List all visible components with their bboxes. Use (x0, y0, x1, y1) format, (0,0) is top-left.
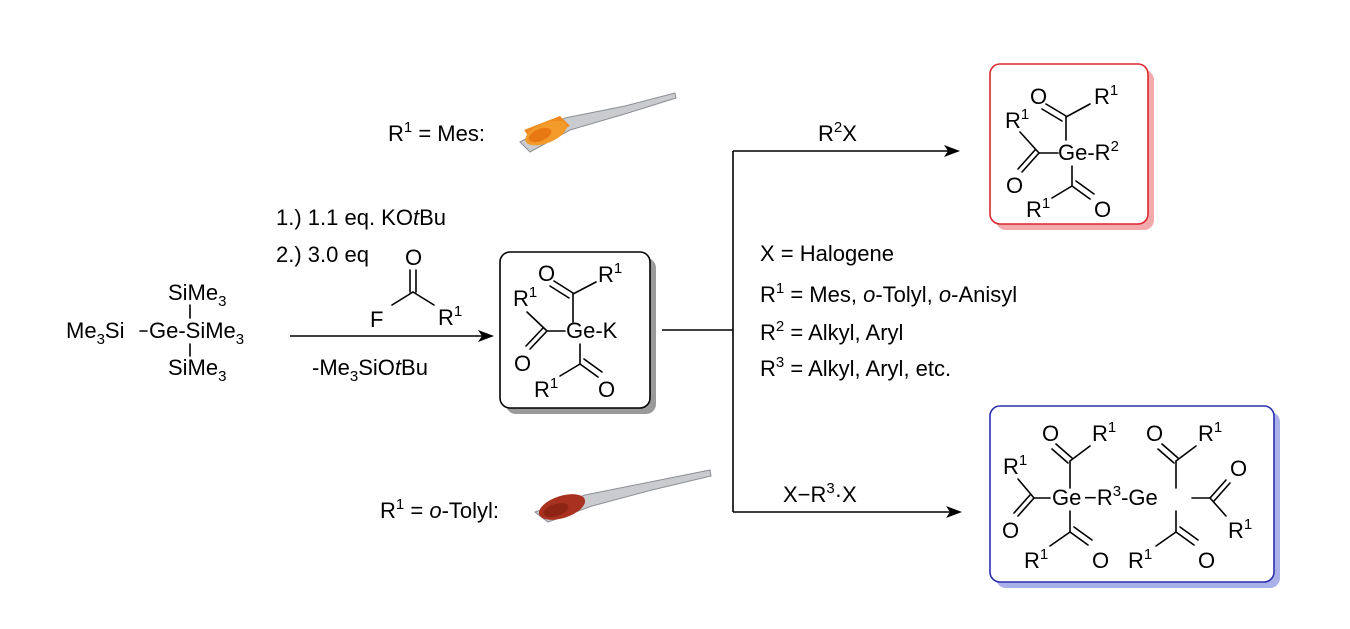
svg-text:-Me3SiOtBu: -Me3SiOtBu (312, 355, 428, 385)
spatula-orange-powder-icon (519, 92, 677, 153)
svg-text:R1: R1 (1024, 546, 1048, 573)
svg-text:SiMe3: SiMe3 (168, 280, 226, 310)
substituent-definitions: X = Halogene R1 = Mes, o-Tolyl, o-Anisyl… (760, 241, 1017, 381)
svg-text:O: O (1198, 548, 1215, 573)
svg-text:Ge-SiMe3: Ge-SiMe3 (149, 318, 244, 348)
svg-text:O: O (1002, 518, 1019, 543)
r2x-reagent-label: R2X (818, 119, 857, 146)
svg-text:R1: R1 (1003, 452, 1027, 479)
svg-text:O: O (1092, 548, 1109, 573)
svg-text:O: O (1006, 173, 1023, 198)
svg-text:Ge: Ge (1052, 485, 1081, 510)
svg-text:X−R3·X: X−R3·X (783, 480, 857, 507)
svg-text:Ge-K: Ge-K (566, 318, 618, 343)
svg-text:SiMe3: SiMe3 (168, 355, 226, 385)
tetrakis-trimethylsilyl-germane: SiMe3 Me3Si Ge-SiMe3 SiMe3 (66, 280, 244, 385)
svg-text:1.) 1.1 eq. KOtBu: 1.) 1.1 eq. KOtBu (276, 205, 446, 230)
svg-text:−R3-Ge: −R3-Ge (1084, 483, 1158, 510)
svg-text:R1: R1 (438, 303, 462, 330)
svg-text:R1: R1 (1128, 546, 1152, 573)
mes-label: R1 = Mes: (388, 119, 485, 146)
svg-text:R1: R1 (1005, 106, 1029, 133)
mono-germane-product-box: O R1 R1 O Ge-R2 R1 O (989, 63, 1154, 230)
svg-text:R1: R1 (1092, 419, 1116, 446)
svg-text:R1: R1 (1228, 516, 1252, 543)
svg-text:2.) 3.0 eq: 2.) 3.0 eq (276, 242, 369, 267)
svg-text:F: F (370, 307, 383, 332)
svg-text:O: O (1030, 84, 1047, 109)
svg-text:R2X: R2X (818, 119, 857, 146)
svg-text:O: O (514, 351, 531, 376)
svg-text:R1: R1 (1026, 195, 1050, 222)
bis-germane-product-box: O R1 R1 O Ge R1 O −R3-Ge O R1 O R1 (989, 405, 1280, 588)
byproduct-label: -Me3SiOtBu (312, 355, 428, 385)
reaction-conditions: 1.) 1.1 eq. KOtBu 2.) 3.0 eq O F R1 (276, 205, 462, 332)
svg-text:O: O (405, 245, 422, 270)
svg-text:R1 = Mes:: R1 = Mes: (388, 119, 485, 146)
xr3x-reagent-label: X−R3·X (783, 480, 857, 507)
svg-text:R1: R1 (513, 284, 537, 311)
branch-lines (662, 145, 962, 518)
tris-acyl-germanide-box: O R1 R1 O Ge-K R1 O (499, 251, 656, 414)
svg-text:R1: R1 (1198, 419, 1222, 446)
definition-r2: R2 = Alkyl, Aryl (760, 318, 903, 345)
svg-text:R1: R1 (598, 260, 622, 287)
svg-text:O: O (598, 377, 615, 402)
svg-text:R1: R1 (1094, 82, 1118, 109)
svg-text:R1 = o-Tolyl:: R1 = o-Tolyl: (380, 496, 499, 523)
tolyl-label: R1 = o-Tolyl: (380, 496, 499, 523)
svg-text:O: O (538, 261, 555, 286)
definition-r1: R1 = Mes, o-Tolyl, o-Anisyl (760, 280, 1017, 307)
definition-x: X = Halogene (760, 241, 894, 266)
svg-text:Ge-R2: Ge-R2 (1058, 138, 1119, 165)
main-reaction-arrow (290, 330, 494, 342)
svg-text:O: O (1146, 421, 1163, 446)
spatula-red-powder-icon (533, 469, 712, 523)
definition-r3: R3 = Alkyl, Aryl, etc. (760, 354, 951, 381)
svg-text:Me3Si: Me3Si (66, 318, 124, 348)
svg-text:R1: R1 (534, 375, 558, 402)
svg-text:O: O (1094, 197, 1111, 222)
svg-text:O: O (1042, 421, 1059, 446)
svg-text:O: O (1230, 456, 1247, 481)
